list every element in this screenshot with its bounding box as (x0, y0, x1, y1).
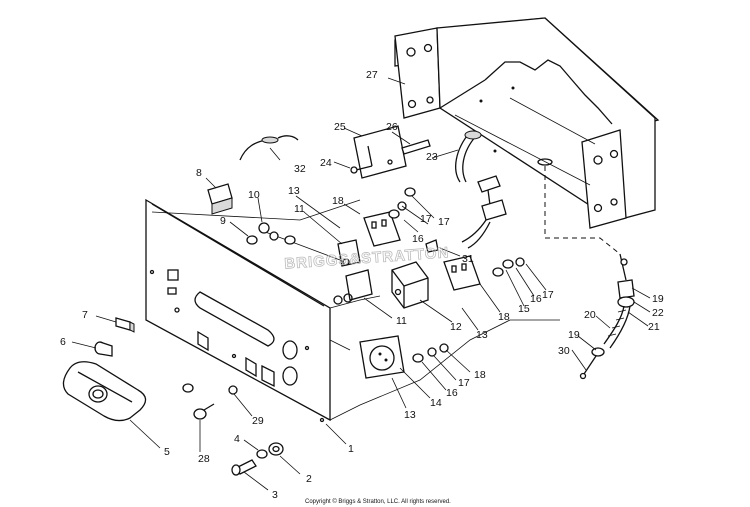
washers (388, 187, 525, 363)
callout-20: 20 (584, 309, 596, 321)
callout-17b: 17 (542, 289, 554, 301)
wire-lead-32 (239, 135, 299, 161)
oval-cover (62, 361, 147, 422)
callout-26: 26 (386, 121, 398, 133)
callout-13c: 13 (404, 409, 416, 421)
callout-25: 25 (334, 121, 346, 133)
bolt-3 (231, 459, 257, 476)
routing-dash-line (544, 166, 621, 255)
callout-30: 30 (558, 345, 570, 357)
callout-19a: 19 (652, 293, 664, 305)
copyright-notice: Copyright © Briggs & Stratton, LLC. All … (305, 498, 451, 505)
assembly-lines (151, 199, 560, 421)
wire-harness (455, 130, 507, 249)
control-box-housing (394, 17, 660, 229)
callout-14: 14 (430, 397, 442, 409)
callout-11b: 11 (396, 315, 407, 327)
callout-4: 4 (234, 433, 240, 445)
nut-hardware (246, 222, 296, 245)
callout-13b: 13 (476, 329, 488, 341)
switch-block (391, 261, 429, 309)
callout-7: 7 (82, 309, 88, 321)
clip-31 (425, 239, 439, 253)
callout-15c: 16 (446, 387, 458, 399)
callout-11a: 11 (294, 203, 305, 215)
callout-31: 31 (462, 253, 474, 265)
choke-cable (579, 253, 635, 380)
callout-13a: 13 (288, 185, 300, 197)
callout-27: 27 (366, 69, 378, 81)
twist-lock-outlet (359, 335, 405, 379)
callout-10: 10 (248, 189, 260, 201)
switch-cap (207, 183, 233, 215)
callout-16a: 17 (420, 213, 432, 225)
circuit-breakers (333, 239, 373, 305)
callout-15b: 15 (518, 303, 530, 315)
callout-15a: 16 (412, 233, 424, 245)
receptacle-upper (363, 211, 401, 247)
callout-29: 29 (252, 415, 264, 427)
callout-24: 24 (320, 157, 332, 169)
callout-6: 6 (60, 336, 66, 348)
callout-18b: 18 (498, 311, 510, 323)
callout-16b: 16 (530, 293, 542, 305)
callout-16c: 17 (458, 377, 470, 389)
callout-23: 23 (426, 151, 438, 163)
screw-24 (350, 165, 373, 174)
callout-17c: 18 (474, 369, 486, 381)
callout-1: 1 (348, 443, 354, 455)
callout-2: 2 (306, 473, 312, 485)
callout-32: 32 (294, 163, 306, 175)
callout-21: 21 (648, 321, 660, 333)
pin-26 (401, 139, 431, 155)
front-panel (145, 198, 331, 423)
rectifier-plate (353, 125, 407, 179)
screw-28 (193, 403, 215, 420)
callout-28: 28 (198, 453, 210, 465)
callout-12: 12 (450, 321, 462, 333)
callout-17a: 17 (438, 216, 450, 228)
callout-5: 5 (164, 446, 170, 458)
knob (94, 341, 113, 357)
callout-19b: 19 (568, 329, 580, 341)
rocker-switch (115, 317, 135, 333)
callout-3: 3 (272, 489, 278, 501)
callout-22: 22 (652, 307, 664, 319)
callout-8: 8 (196, 167, 202, 179)
callout-labels: 1 2 3 4 5 6 7 8 10 9 13 11 18 25 26 24 2… (60, 69, 664, 501)
panel-nuts (182, 383, 238, 395)
callout-9: 9 (220, 215, 226, 227)
leader-lines (71, 77, 651, 491)
callout-18a: 18 (332, 195, 344, 207)
washers-2-4 (256, 442, 284, 459)
